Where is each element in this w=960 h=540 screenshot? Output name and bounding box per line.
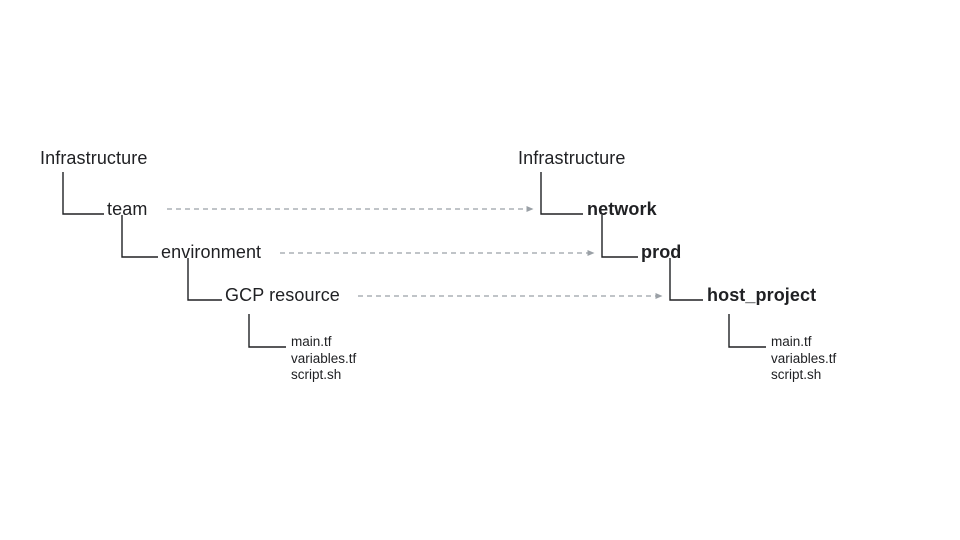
right-node-host-project: host_project <box>707 285 817 305</box>
left-file-item: script.sh <box>291 367 342 382</box>
right-file-item: variables.tf <box>771 350 837 366</box>
left-elbow-root-to-team <box>62 172 104 215</box>
left-root-label: Infrastructure <box>40 148 148 168</box>
right-node-prod: prod <box>641 242 682 262</box>
right-node-network: network <box>587 199 657 219</box>
right-file-list: main.tf variables.tf script.sh <box>771 334 836 384</box>
right-elbow-prod-to-hostproject <box>669 258 703 301</box>
left-file-item: variables.tf <box>291 350 357 366</box>
left-elbow-team-to-environment <box>121 215 158 258</box>
left-elbow-environment-to-gcpresource <box>187 258 222 301</box>
left-node-environment: environment <box>161 242 262 262</box>
left-file-item: main.tf <box>291 334 332 349</box>
right-file-item: script.sh <box>771 367 822 382</box>
left-node-team: team <box>107 199 148 219</box>
right-elbow-network-to-prod <box>601 215 638 258</box>
right-elbow-root-to-network <box>540 172 583 215</box>
right-root-label: Infrastructure <box>518 148 626 168</box>
right-file-item: main.tf <box>771 334 812 349</box>
left-file-list: main.tf variables.tf script.sh <box>291 334 356 384</box>
left-node-gcp-resource: GCP resource <box>225 285 340 305</box>
left-elbow-gcpresource-to-files <box>248 314 286 348</box>
right-elbow-hostproject-to-files <box>728 314 766 348</box>
